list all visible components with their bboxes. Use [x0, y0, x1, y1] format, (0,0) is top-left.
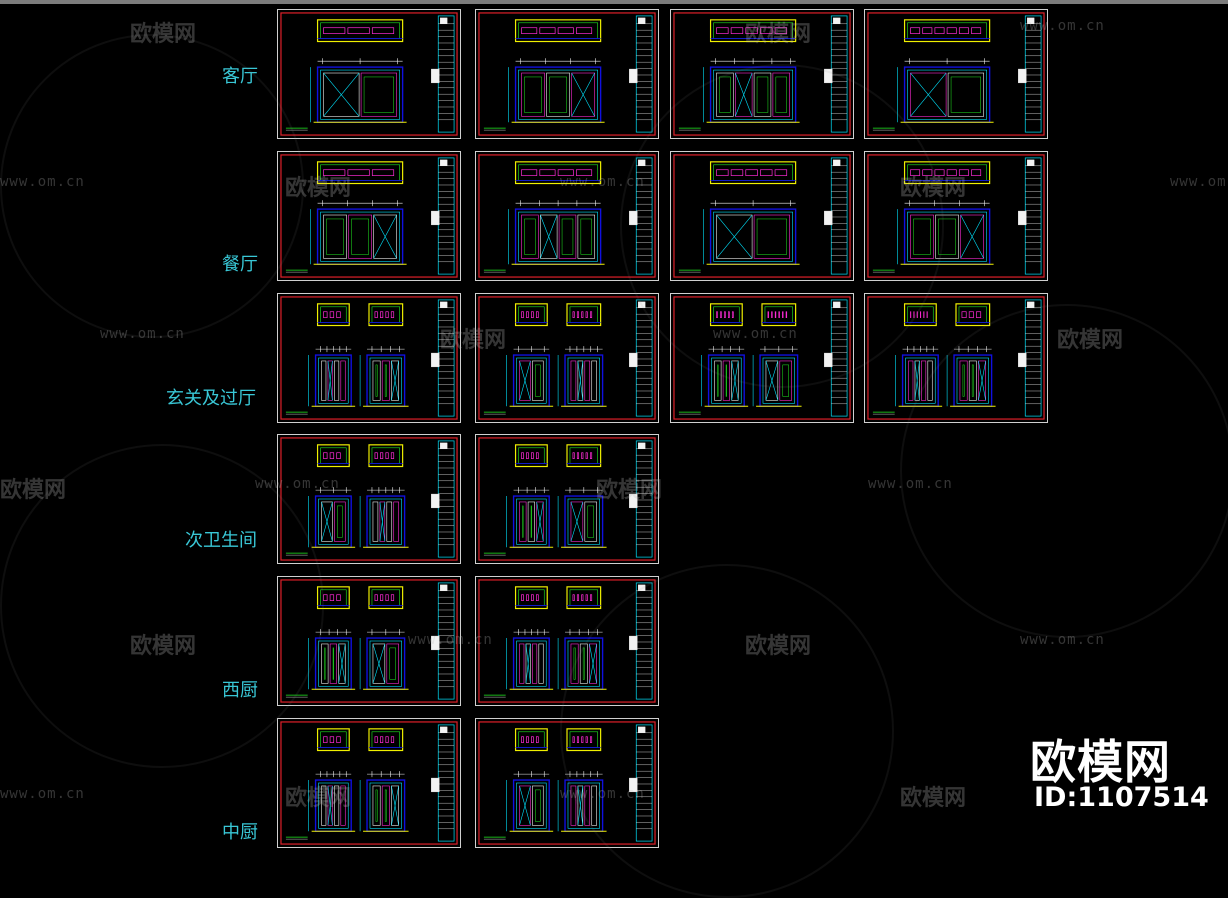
- watermark-url: www.om.cn: [1020, 632, 1105, 648]
- drawing-sheet[interactable]: [864, 9, 1048, 139]
- row-label-western-kitchen: 西厨: [222, 676, 258, 702]
- drawing-sheet[interactable]: [475, 9, 659, 139]
- drawing-sheet[interactable]: [475, 293, 659, 423]
- row-label-dining-room: 餐厅: [222, 250, 258, 276]
- drawing-sheet[interactable]: [670, 293, 854, 423]
- drawing-sheet[interactable]: [864, 151, 1048, 281]
- drawing-sheet[interactable]: [277, 293, 461, 423]
- watermark-logo: 欧模网: [900, 780, 966, 812]
- watermark-logo: 欧模网: [0, 472, 66, 504]
- drawing-sheet[interactable]: [277, 718, 461, 848]
- watermark-url: www.om.cn: [868, 476, 953, 492]
- brand-id-text: ID:1107514: [1034, 782, 1209, 813]
- drawing-sheet[interactable]: [864, 293, 1048, 423]
- watermark-logo: 欧模网: [745, 628, 811, 660]
- drawing-sheet[interactable]: [475, 434, 659, 564]
- row-label-secondary-bathroom: 次卫生间: [185, 526, 257, 552]
- cad-drawing-canvas[interactable]: 客厅 餐厅 玄关及过厅 次卫生间 西厨 中厨 欧模网 欧模网 欧模网 欧模网 欧…: [0, 4, 1228, 847]
- watermark-url: www.om.cn: [100, 326, 185, 342]
- watermark-url: www.om.cn: [1170, 174, 1228, 190]
- row-label-foyer-hall: 玄关及过厅: [166, 384, 256, 410]
- watermark-logo: 欧模网: [130, 16, 196, 48]
- drawing-sheet[interactable]: [277, 151, 461, 281]
- row-label-chinese-kitchen: 中厨: [222, 818, 258, 844]
- drawing-sheet[interactable]: [475, 151, 659, 281]
- drawing-sheet[interactable]: [670, 151, 854, 281]
- drawing-sheet[interactable]: [475, 718, 659, 848]
- drawing-sheet[interactable]: [277, 9, 461, 139]
- drawing-sheet[interactable]: [475, 576, 659, 706]
- row-label-living-room: 客厅: [222, 62, 258, 88]
- watermark-url: www.om.cn: [0, 174, 85, 190]
- watermark-logo: 欧模网: [1057, 322, 1123, 354]
- drawing-sheet[interactable]: [670, 9, 854, 139]
- watermark-logo: 欧模网: [130, 628, 196, 660]
- drawing-sheet[interactable]: [277, 434, 461, 564]
- drawing-sheet[interactable]: [277, 576, 461, 706]
- watermark-url: www.om.cn: [0, 786, 85, 802]
